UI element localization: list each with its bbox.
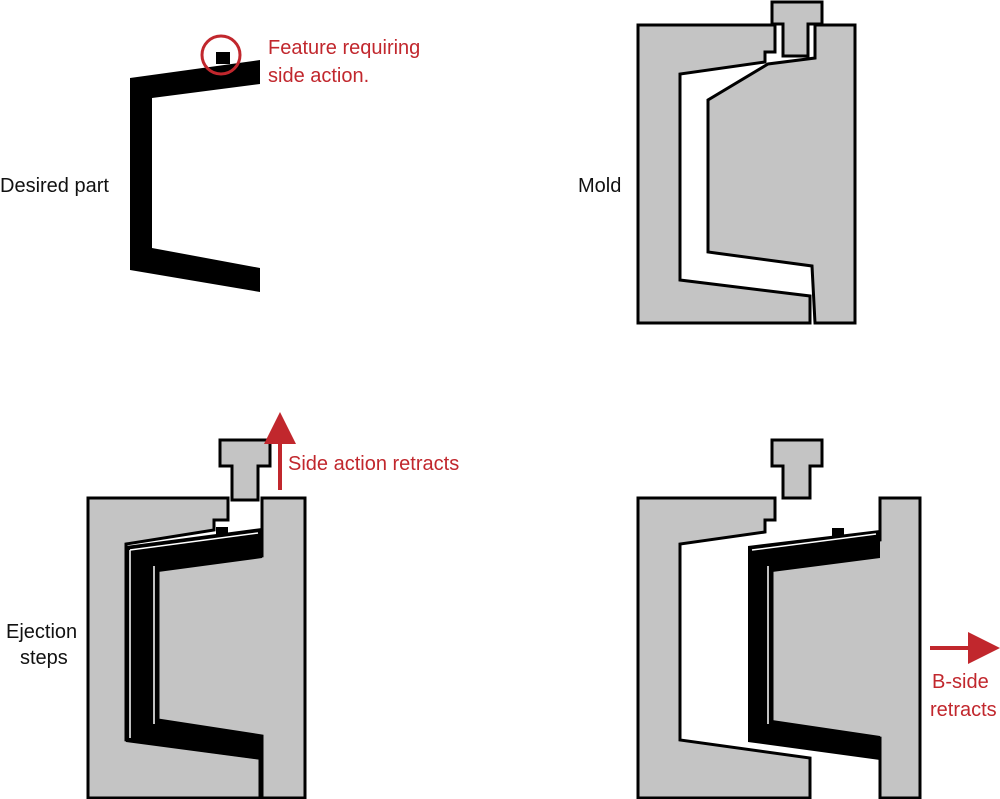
step2-part-outline — [751, 533, 877, 724]
step1-part-outline — [129, 532, 259, 738]
bside-annotation-line2: retracts — [930, 699, 997, 721]
desired-part-shape — [130, 60, 260, 292]
step2-part-nub — [832, 528, 844, 538]
feature-annotation-line1: Feature requiring — [268, 37, 420, 59]
desired-part-label: Desired part — [0, 175, 109, 197]
mold-side-action — [770, 0, 824, 58]
step1-a-side — [86, 496, 262, 799]
step2-a-side — [636, 496, 812, 799]
side-feature-nub — [216, 52, 230, 64]
mold-label: Mold — [578, 175, 621, 197]
step2-side-action — [770, 438, 824, 500]
step2-molded-part — [748, 530, 880, 760]
feature-annotation-line2: side action. — [268, 65, 369, 87]
desired-part-panel: Desired part Feature requiring side acti… — [0, 34, 420, 292]
ejection-step-2-panel: B-side retracts — [636, 438, 1000, 799]
bside-annotation-line1: B-side — [932, 671, 989, 693]
step1-side-action — [218, 438, 272, 502]
step1-part-nub — [216, 527, 228, 537]
ejection-label-line2: steps — [20, 647, 68, 669]
mold-b-side-core — [706, 23, 857, 325]
step1-molded-part — [126, 528, 262, 760]
mold-panel: Mold — [578, 0, 857, 325]
ejection-step-1-panel: Side action retracts Ejection steps — [6, 412, 459, 799]
mold-a-side — [636, 23, 812, 325]
feature-highlight-circle — [200, 34, 242, 76]
ejection-label-line1: Ejection — [6, 621, 77, 643]
side-action-annotation: Side action retracts — [288, 453, 459, 475]
